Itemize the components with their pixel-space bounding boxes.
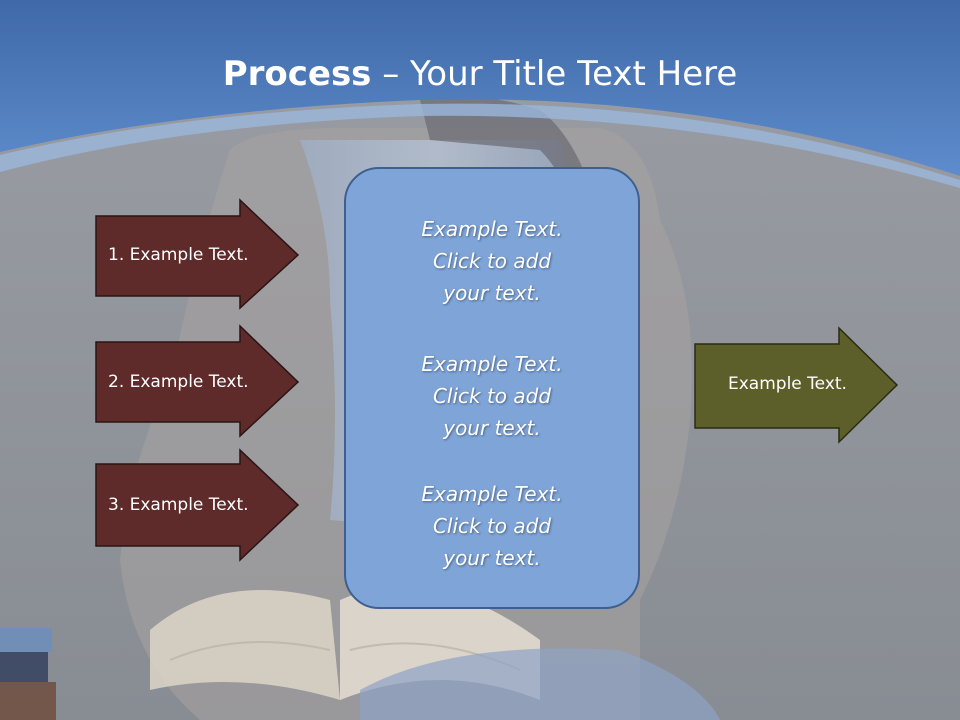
result-arrow[interactable]: Example Text. [694, 326, 899, 444]
page-title: Process – Your Title Text Here [0, 52, 960, 96]
title-rest: – Your Title Text Here [371, 54, 738, 94]
center-text-block-3: Example Text. Click to add your text. [344, 478, 640, 574]
center-text-line: your text. [443, 546, 541, 570]
center-text-line: Example Text. [421, 217, 563, 241]
arrow-right-icon [95, 448, 300, 562]
arrow-right-icon [694, 326, 899, 444]
result-label: Example Text. [728, 374, 847, 394]
center-text-line: Example Text. [421, 482, 563, 506]
process-step-label: 2. Example Text. [108, 372, 249, 392]
center-text-line: Click to add [432, 384, 552, 408]
title-bold: Process [222, 54, 372, 94]
center-text-line: Example Text. [421, 352, 563, 376]
center-text-box[interactable]: Example Text. Click to add your text. Ex… [344, 167, 640, 609]
center-text-line: your text. [443, 416, 541, 440]
arrow-right-icon [95, 198, 300, 310]
process-step-label: 1. Example Text. [108, 245, 249, 265]
center-text-line: Click to add [432, 514, 552, 538]
center-text-line: your text. [443, 281, 541, 305]
process-step-arrow-2[interactable]: 2. Example Text. [95, 324, 300, 438]
center-text-block-2: Example Text. Click to add your text. [344, 348, 640, 444]
rounded-box-shape [344, 167, 640, 609]
arrow-right-icon [95, 324, 300, 438]
process-step-label: 3. Example Text. [108, 495, 249, 515]
center-text-line: Click to add [432, 249, 552, 273]
process-step-arrow-3[interactable]: 3. Example Text. [95, 448, 300, 562]
center-text-block-1: Example Text. Click to add your text. [344, 213, 640, 309]
process-step-arrow-1[interactable]: 1. Example Text. [95, 198, 300, 310]
